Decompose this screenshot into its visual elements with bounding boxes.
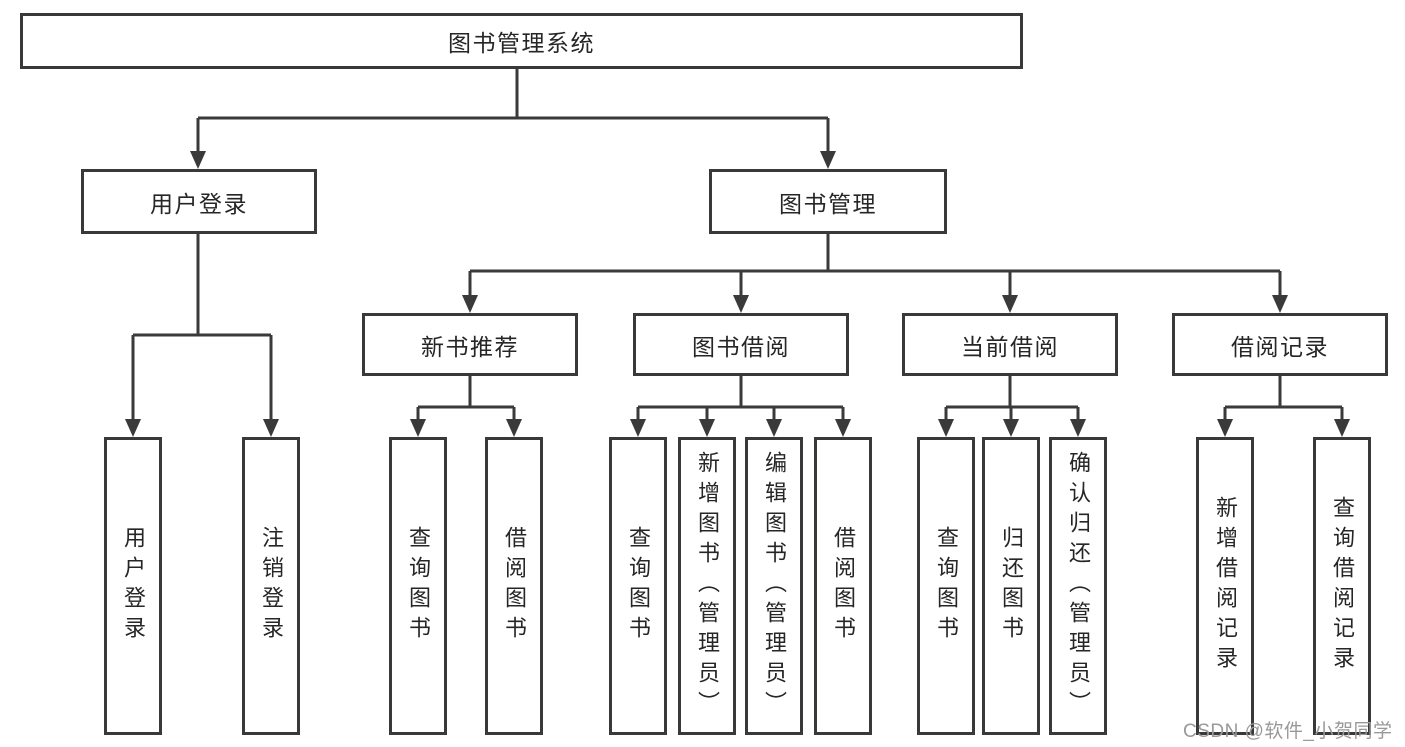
edge-root-to-level2 xyxy=(190,69,836,169)
node-label: 当前借阅 xyxy=(961,333,1059,360)
arrowhead xyxy=(766,419,782,437)
leaf-logout: 注销登录 xyxy=(242,437,300,735)
leaf-newbooks-query-books: 查询图书 xyxy=(389,437,447,735)
leaf-current-confirm-return-admin: 确认归还（管理员） xyxy=(1049,437,1107,735)
node-label: 用户登录 xyxy=(150,190,248,217)
arrowhead xyxy=(733,295,749,313)
leaf-borrowing-add-books-admin: 新增图书（管理员） xyxy=(678,437,736,735)
arrowhead xyxy=(506,419,522,437)
leaf-borrowing-borrow-books: 借阅图书 xyxy=(814,437,872,735)
leaf-borrowing-edit-books-admin: 编辑图书（管理员） xyxy=(745,437,803,735)
node-user-login: 用户登录 xyxy=(81,169,317,234)
node-label: 借阅图书 xyxy=(831,526,856,646)
node-label: 图书管理系统 xyxy=(448,30,595,56)
arrowhead xyxy=(835,419,851,437)
node-label: 查询借阅记录 xyxy=(1330,496,1355,676)
node-label: 查询图书 xyxy=(406,526,431,646)
arrowhead xyxy=(125,419,141,437)
node-current-borrowing: 当前借阅 xyxy=(902,313,1118,376)
node-label: 确认归还（管理员） xyxy=(1066,451,1091,721)
node-label: 图书借阅 xyxy=(692,333,790,360)
node-label: 编辑图书（管理员） xyxy=(762,451,787,721)
node-library-management-system: 图书管理系统 xyxy=(20,13,1023,69)
leaf-records-query-record: 查询借阅记录 xyxy=(1313,437,1371,735)
arrowhead xyxy=(1002,295,1018,313)
arrowhead xyxy=(410,419,426,437)
arrowhead xyxy=(1003,419,1019,437)
arrowhead xyxy=(820,151,836,169)
arrowhead xyxy=(699,419,715,437)
edge-book-mgmt-to-level3 xyxy=(462,234,1288,313)
edge-borrowing-to-children xyxy=(630,376,851,437)
leaf-current-return-books: 归还图书 xyxy=(982,437,1040,735)
node-label: 注销登录 xyxy=(259,526,284,646)
arrowhead xyxy=(630,419,646,437)
node-label: 新书推荐 xyxy=(421,333,519,360)
edge-user-login-to-children xyxy=(125,234,279,437)
node-label: 新增图书（管理员） xyxy=(695,451,720,721)
edge-new-books-to-children xyxy=(410,376,522,437)
edge-records-to-children xyxy=(1217,376,1350,437)
node-new-book-recommendation: 新书推荐 xyxy=(362,313,578,376)
node-label: 查询图书 xyxy=(934,526,959,646)
csdn-watermark: CSDN @软件_小贺同学 xyxy=(1183,721,1393,742)
node-label: 借阅记录 xyxy=(1231,333,1329,360)
arrowhead xyxy=(1272,295,1288,313)
node-label: 图书管理 xyxy=(779,190,877,217)
edge-current-to-children xyxy=(938,376,1086,437)
leaf-current-query-books: 查询图书 xyxy=(917,437,975,735)
leaf-borrowing-query-books: 查询图书 xyxy=(609,437,667,735)
node-label: 用户登录 xyxy=(121,526,146,646)
leaf-records-add-record: 新增借阅记录 xyxy=(1196,437,1254,735)
node-label: 查询图书 xyxy=(626,526,651,646)
arrowhead xyxy=(1070,419,1086,437)
arrowhead xyxy=(1334,419,1350,437)
arrowhead xyxy=(462,295,478,313)
node-book-management: 图书管理 xyxy=(709,169,947,234)
node-label: 新增借阅记录 xyxy=(1213,496,1238,676)
leaf-user-login: 用户登录 xyxy=(104,437,162,735)
node-book-borrowing: 图书借阅 xyxy=(633,313,849,376)
node-label: 归还图书 xyxy=(999,526,1024,646)
arrowhead xyxy=(263,419,279,437)
node-label: 借阅图书 xyxy=(502,526,527,646)
leaf-newbooks-borrow-books: 借阅图书 xyxy=(485,437,543,735)
arrowhead xyxy=(190,151,206,169)
node-borrowing-records: 借阅记录 xyxy=(1172,313,1388,376)
arrowhead xyxy=(1217,419,1233,437)
arrowhead xyxy=(938,419,954,437)
